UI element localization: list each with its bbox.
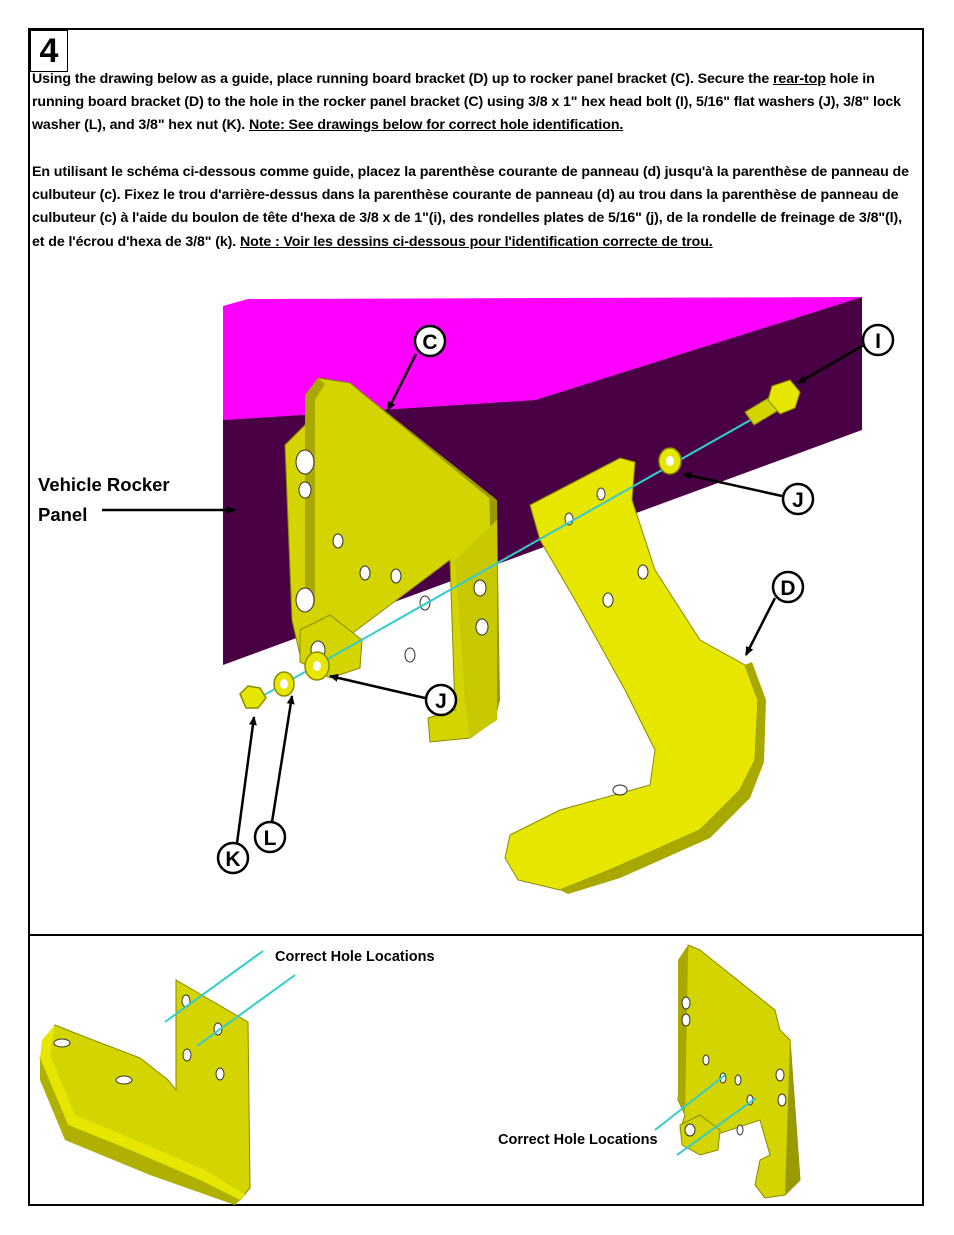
rocker-label-line2: Panel: [38, 504, 88, 525]
instructions-french: En utilisant le schéma ci-dessous comme …: [32, 161, 917, 254]
callout-k: K: [216, 841, 250, 875]
arrow-k: [235, 716, 257, 844]
arrow-l: [270, 695, 295, 823]
hex-bolt-i: [744, 379, 801, 426]
step-number: 4: [30, 30, 68, 72]
correct-hole-locations-label-right: Correct Hole Locations: [498, 1132, 658, 1148]
callout-d: D: [771, 570, 805, 604]
bolt-axis-line: [249, 391, 801, 704]
page-frame: [28, 28, 924, 1206]
instructions-en-rear-top: rear-top: [772, 71, 826, 87]
detail-bracket-c: [654, 944, 801, 1199]
callout-c-label: C: [422, 331, 437, 354]
arrow-i: [797, 343, 865, 385]
callout-l-label: L: [264, 827, 277, 850]
washer-hole: [280, 679, 288, 689]
callout-d-label: D: [780, 577, 795, 600]
section-divider: [28, 934, 924, 936]
washer-hole: [666, 456, 674, 466]
instructions-fr-text: En utilisant le schéma ci-dessous comme …: [32, 164, 909, 250]
instructions-en-note: Note: See drawings below for correct hol…: [248, 117, 624, 134]
callout-c: C: [413, 324, 447, 358]
detail-bracket-d: [39, 950, 296, 1205]
arrow-d: [744, 597, 777, 656]
rocker-label-line1: Vehicle Rocker: [38, 474, 170, 495]
instructions-en-part3: hole in running board bracket (D) to the…: [32, 71, 901, 134]
arrow-j-upper: [682, 471, 783, 498]
instructions-english: Using the drawing below as a guide, plac…: [32, 68, 917, 138]
running-board-bracket-d: [504, 457, 766, 894]
correct-hole-locations-label-left: Correct Hole Locations: [275, 949, 435, 965]
callout-j-lower: J: [424, 683, 458, 717]
leader-arrows: [102, 343, 865, 844]
arrow-j-lower: [329, 673, 426, 700]
washer-hole: [313, 661, 321, 671]
arrow-c: [386, 353, 418, 411]
callout-i: I: [861, 323, 895, 357]
callout-k-label: K: [225, 848, 240, 871]
callout-l: L: [253, 820, 287, 854]
instructions-en-part1: Using the drawing below as a guide, plac…: [32, 71, 773, 87]
callout-j-upper: J: [781, 482, 815, 516]
hex-nut-k: [239, 685, 267, 709]
instructions-fr-note: Note : Voir les dessins ci-dessous pour …: [239, 233, 713, 250]
callout-j-upper-label: J: [792, 489, 804, 512]
callout-i-label: I: [875, 330, 881, 353]
callout-j-lower-label: J: [435, 690, 447, 713]
